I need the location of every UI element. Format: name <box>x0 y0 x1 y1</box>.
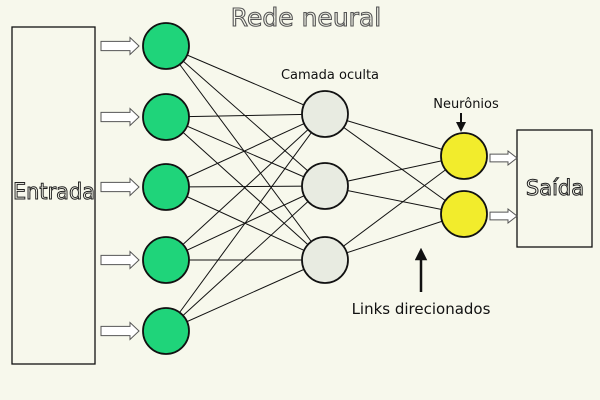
links-label: Links direcionados <box>352 300 491 318</box>
input-neuron <box>142 22 190 70</box>
output-neuron <box>440 190 488 238</box>
connections <box>165 45 465 332</box>
output-arrow <box>489 207 518 225</box>
output-label: Saída <box>526 176 584 200</box>
input-label: Entrada <box>13 180 95 205</box>
edge-input-hidden <box>165 45 326 261</box>
hidden-layer-label: Camada oculta <box>281 68 379 83</box>
input-arrows <box>100 36 140 341</box>
input-arrow <box>100 177 140 197</box>
output-neuron <box>440 132 488 180</box>
input-arrow <box>100 36 140 56</box>
input-box <box>11 26 96 365</box>
input-arrow <box>100 250 140 270</box>
edge-input-hidden <box>165 45 326 115</box>
edge-hidden-output <box>324 155 465 261</box>
diagram-title: Rede neural <box>231 3 381 32</box>
output-arrows <box>489 149 518 225</box>
input-neuron <box>142 93 190 141</box>
edge-input-hidden <box>165 113 326 261</box>
edge-input-hidden <box>165 185 326 332</box>
input-neuron <box>142 307 190 355</box>
hidden-neuron <box>301 236 349 284</box>
output-arrow <box>489 149 518 167</box>
edge-input-hidden <box>165 113 326 118</box>
edge-input-hidden <box>165 116 326 187</box>
edge-input-hidden <box>165 113 326 188</box>
input-arrow <box>100 107 140 127</box>
input-neuron <box>142 236 190 284</box>
hidden-neuron <box>301 90 349 138</box>
edge-hidden-output <box>324 213 465 261</box>
neurons <box>142 22 488 355</box>
edge-input-hidden <box>165 259 326 332</box>
input-neuron <box>142 163 190 211</box>
hidden-neuron <box>301 162 349 210</box>
edge-input-hidden <box>165 116 326 261</box>
output-box <box>516 129 593 248</box>
edge-hidden-output <box>324 113 465 157</box>
edge-hidden-output <box>324 113 465 215</box>
input-arrow <box>100 321 140 341</box>
edge-input-hidden <box>165 113 326 332</box>
neurons-label: Neurônios <box>433 97 499 112</box>
